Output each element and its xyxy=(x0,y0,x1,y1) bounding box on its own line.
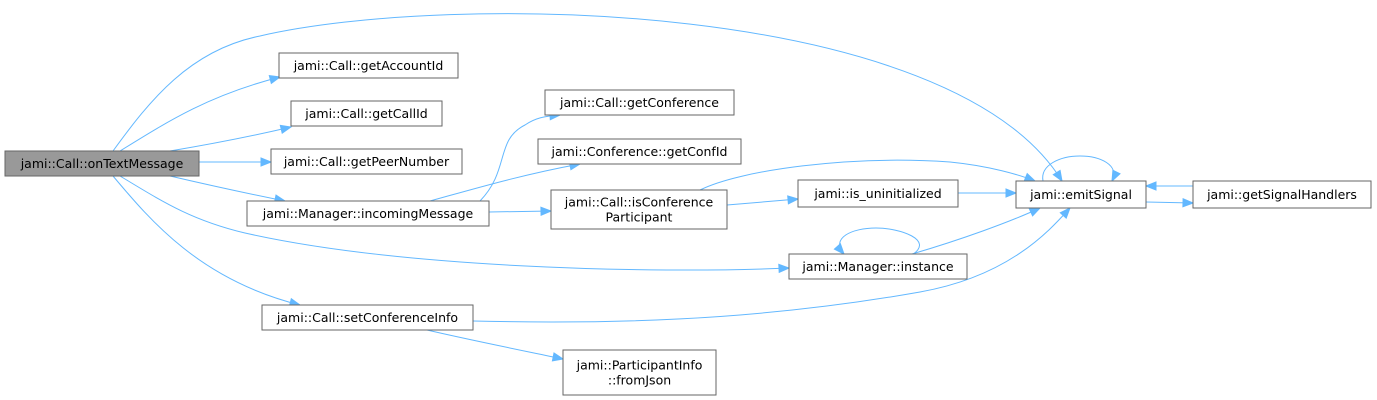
edge-is-uninitialized-to-emit-signal xyxy=(958,188,1018,198)
node-box xyxy=(278,52,459,79)
node-label: Participant xyxy=(606,210,673,225)
edge-set-conference-info-to-emit-signal xyxy=(472,207,1071,323)
node-box xyxy=(544,89,735,116)
edge-arrowhead xyxy=(833,242,845,256)
node-label: jami::Call::getConference xyxy=(559,95,719,110)
edge-arrowhead xyxy=(1023,172,1037,182)
node-is-uninitialized[interactable]: jami::is_uninitialized xyxy=(797,179,959,208)
node-box xyxy=(1015,180,1147,209)
node-instance[interactable]: jami::Manager::instance xyxy=(788,253,968,280)
edge-emit-signal-to-get-signal-handlers xyxy=(1145,198,1195,208)
edge-arrowhead xyxy=(1144,181,1157,191)
node-label: jami::is_uninitialized xyxy=(813,186,941,201)
node-label: ::fromJson xyxy=(608,373,671,388)
node-box xyxy=(246,200,490,227)
node-box xyxy=(537,138,742,165)
edge-arrowhead xyxy=(1182,198,1195,208)
edge-arrowhead xyxy=(540,206,553,216)
edge-on-text-message-to-instance xyxy=(119,175,791,274)
edge-is-conference-participant-to-emit-signal xyxy=(699,159,1037,191)
node-label: jami::Call::getPeerNumber xyxy=(283,154,450,169)
node-box xyxy=(788,253,968,280)
node-get-conf-id[interactable]: jami::Conference::getConfId xyxy=(537,138,742,165)
edge-line xyxy=(911,207,1041,255)
edge-instance-to-emit-signal xyxy=(911,207,1042,255)
edge-line xyxy=(1042,155,1115,182)
node-label: jami::Call::setConferenceInfo xyxy=(276,310,458,325)
edge-arrowhead xyxy=(1028,207,1042,217)
edges-layer xyxy=(112,13,1195,362)
edge-get-signal-handlers-to-emit-signal xyxy=(1144,181,1193,191)
edge-line xyxy=(429,163,581,202)
edge-on-text-message-to-get-call-id xyxy=(169,124,293,152)
edge-set-conference-info-to-from-json xyxy=(426,329,565,362)
edge-arrowhead xyxy=(551,352,565,362)
edge-line xyxy=(119,175,790,271)
node-get-call-id[interactable]: jami::Call::getCallId xyxy=(290,100,443,127)
edge-on-text-message-to-incoming-message xyxy=(169,175,287,204)
edge-arrowhead xyxy=(268,75,282,85)
node-from-json[interactable]: jami::ParticipantInfo::fromJson xyxy=(562,349,717,396)
edge-arrowhead xyxy=(1111,169,1121,183)
edge-line xyxy=(726,198,799,206)
edge-emit-signal-to-emit-signal xyxy=(1042,155,1121,183)
edge-line xyxy=(169,175,286,202)
node-box xyxy=(550,189,728,230)
edge-line xyxy=(426,329,564,360)
edge-arrowhead xyxy=(1005,188,1018,198)
edge-is-conference-participant-to-is-uninitialized xyxy=(726,195,800,206)
edge-line xyxy=(169,126,292,152)
node-incoming-message[interactable]: jami::Manager::incomingMessage xyxy=(246,200,490,227)
edge-arrowhead xyxy=(260,157,273,167)
edge-line xyxy=(112,175,301,306)
node-box xyxy=(261,304,474,331)
node-label: jami::Call::getAccountId xyxy=(293,58,444,73)
edge-line xyxy=(472,207,1071,323)
node-emit-signal[interactable]: jami::emitSignal xyxy=(1015,180,1147,209)
node-get-signal-handlers[interactable]: jami::getSignalHandlers xyxy=(1192,180,1372,209)
edge-arrowhead xyxy=(1052,169,1063,183)
node-label: jami::Manager::incomingMessage xyxy=(262,206,474,221)
node-label: jami::emitSignal xyxy=(1029,187,1132,202)
node-label: jami::ParticipantInfo xyxy=(576,358,703,373)
edge-on-text-message-to-set-conference-info xyxy=(112,175,302,308)
edge-line xyxy=(699,159,1036,191)
node-get-account-id[interactable]: jami::Call::getAccountId xyxy=(278,52,459,79)
node-label: jami::Call::getCallId xyxy=(304,106,427,121)
node-get-conference[interactable]: jami::Call::getConference xyxy=(544,89,735,116)
edge-arrowhead xyxy=(279,124,293,135)
node-box xyxy=(4,150,200,177)
edge-line xyxy=(839,227,920,256)
edge-line xyxy=(112,13,1063,182)
node-label: jami::Call::isConference xyxy=(564,195,714,210)
edge-arrowhead xyxy=(778,263,791,274)
edge-arrowhead xyxy=(787,195,800,205)
node-box xyxy=(562,349,717,396)
node-box xyxy=(1192,180,1372,209)
edge-line xyxy=(119,76,281,152)
node-label: jami::Call::onTextMessage xyxy=(20,156,184,171)
nodes-layer: jami::Call::onTextMessage jami::Call::get… xyxy=(4,52,1372,396)
edge-incoming-message-to-is-conference-participant xyxy=(488,206,553,216)
edge-on-text-message-to-get-peer-number xyxy=(199,157,273,167)
node-label: jami::getSignalHandlers xyxy=(1206,187,1357,202)
node-box xyxy=(797,179,959,208)
node-set-conference-info[interactable]: jami::Call::setConferenceInfo xyxy=(261,304,474,331)
node-on-text-message[interactable]: jami::Call::onTextMessage xyxy=(4,150,200,177)
node-label: jami::Conference::getConfId xyxy=(551,144,728,159)
node-box xyxy=(270,148,463,175)
edge-arrowhead xyxy=(1059,207,1071,219)
edge-instance-to-instance xyxy=(833,227,920,256)
edge-on-text-message-to-emit-signal xyxy=(112,13,1063,183)
node-box xyxy=(290,100,443,127)
node-label: jami::Manager::instance xyxy=(801,259,953,274)
edge-on-text-message-to-get-account-id xyxy=(119,75,282,152)
edge-line xyxy=(479,114,561,202)
node-get-peer-number[interactable]: jami::Call::getPeerNumber xyxy=(270,148,463,175)
